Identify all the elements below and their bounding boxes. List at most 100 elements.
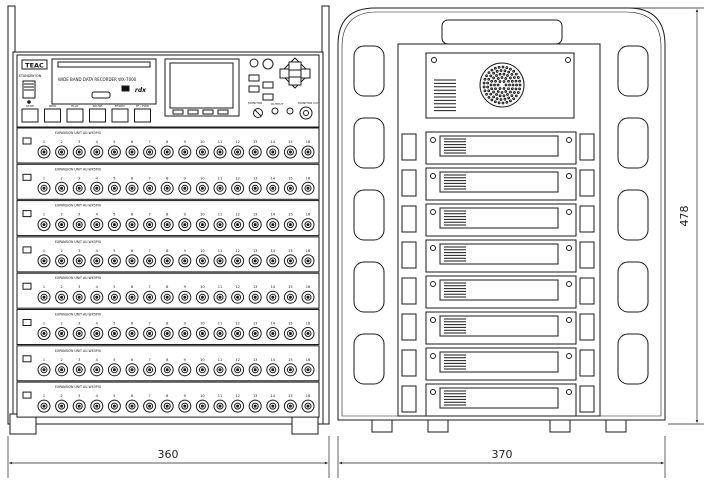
channel-number: 14 [271,285,276,289]
fan-hole [495,97,499,101]
side-oval-cutout-left [353,189,385,241]
bnc-pin-icon [288,223,292,227]
channel-number: 3 [78,285,80,289]
fan-hole [502,94,506,98]
channel-number: 13 [253,213,257,217]
enter-button[interactable] [248,74,260,82]
function-key[interactable] [217,109,229,115]
bnc-pin-icon [218,150,222,154]
bnc-pin-icon [183,368,187,372]
output-jack[interactable] [271,107,279,115]
channel-number: 6 [131,140,133,144]
fan-hole [505,66,509,70]
channel-number: 3 [78,213,80,217]
channel-number: 15 [288,394,292,398]
fan-hole [512,69,516,73]
bnc-pin-icon [60,223,64,227]
function-key[interactable] [202,109,214,115]
channel-number: 8 [166,213,168,217]
fan-hole [487,77,491,81]
fan-hole [507,96,511,100]
bnc-pin-icon [60,259,64,263]
bnc-pin-icon [42,404,46,408]
bnc-pin-icon [148,404,152,408]
side-module [401,131,595,165]
channel-number: 13 [253,176,257,180]
bnc-pin-icon [112,404,116,408]
channel-number: 11 [218,249,222,253]
channel-number: 1 [43,394,45,398]
channel-number: 6 [131,249,133,253]
channel-number: 14 [271,176,276,180]
expansion-label: EXPANSION UNIT AU-WX5PIO [55,167,102,171]
channel-number: 7 [148,358,150,362]
cursor-back-button[interactable] [262,81,274,89]
bnc-pin-icon [306,223,310,227]
monitor-jack[interactable] [286,107,294,115]
channel-number: 4 [96,394,99,398]
fan-hole [487,95,491,99]
bnc-pin-icon [95,186,99,190]
channel-number: 6 [131,394,133,398]
bnc-pin-icon [130,223,134,227]
channel-number: 4 [96,176,99,180]
channel-number: 10 [200,285,204,289]
fan-hole [497,101,501,105]
transport-button[interactable] [21,108,39,123]
eject-button[interactable] [91,91,111,99]
channel-number: 15 [288,285,292,289]
output-label: OUTPUT [271,102,283,106]
cursor-up-icon[interactable] [288,61,302,71]
cursor-pad[interactable] [279,57,311,89]
drive-slot[interactable] [57,61,151,68]
screw-icon [430,245,436,251]
fan-hole [498,80,502,83]
side-module-handle-right [579,277,595,305]
drive-logo: rdx [135,87,147,94]
side-module-handle-right [579,133,595,161]
bnc-pin-icon [200,404,204,408]
side-module-label-area [439,351,559,373]
transport-button[interactable] [111,108,129,123]
bnc-pin-icon [60,295,64,299]
channel-number: 5 [113,358,115,362]
side-module [401,383,595,417]
cursor-right-icon[interactable] [300,68,311,79]
jog-dial[interactable] [262,58,274,70]
transport-button[interactable] [44,108,61,123]
cursor-down-icon[interactable] [288,76,302,86]
channel-number: 9 [184,322,186,326]
transport-button[interactable] [66,108,84,123]
bnc-pin-icon [42,150,46,154]
cursor-left-icon[interactable] [279,68,290,79]
bnc-pin-icon [42,259,46,263]
bnc-pin-icon [95,295,99,299]
fan-hole [509,99,512,103]
menu-button[interactable] [249,58,259,68]
brand-text: TEAC [25,62,44,70]
fan-hole [502,72,506,76]
bnc-pin-icon [165,259,169,263]
monitor-label: MONITOR [248,101,262,105]
screw-icon [565,57,571,63]
fan-hole [502,87,506,90]
side-foot-1 [371,419,393,433]
transport-button[interactable] [134,108,151,123]
fan-hole [507,87,510,91]
channel-number: 10 [200,394,204,398]
channel-number: 16 [306,358,310,362]
function-key[interactable] [172,109,184,115]
display-button[interactable] [248,85,260,93]
bnc-pin-icon [42,186,46,190]
record-button[interactable] [262,93,274,101]
function-key[interactable] [187,109,199,115]
channel-number: 4 [96,249,99,253]
fan-hole [505,100,509,104]
bnc-pin-icon [200,295,204,299]
channel-number: 2 [60,358,62,362]
transport-button[interactable] [89,108,106,123]
channel-number: 5 [113,285,115,289]
fan-hole [492,76,495,80]
bnc-pin-icon [148,223,152,227]
